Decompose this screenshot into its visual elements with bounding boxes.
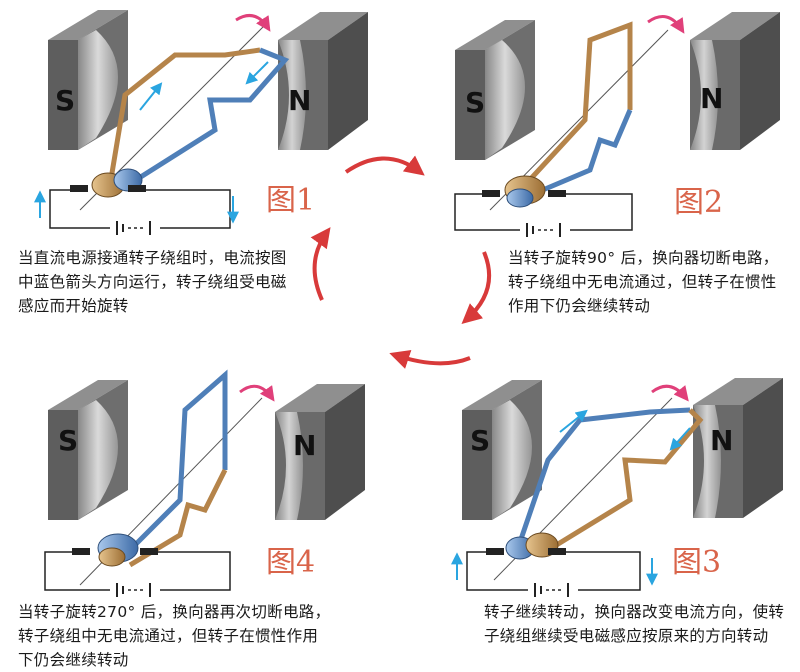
battery-icon [110,582,160,598]
figure-4: S N 图4 [44,369,365,598]
rotation-arrow-icon [235,14,271,32]
magnet-north: N [275,384,365,520]
magnet-north: N [693,378,783,518]
pole-letter-s: S [465,86,485,119]
cycle-arrow-icon [344,155,425,176]
rotation-arrow-icon [651,384,689,402]
brush-left [72,548,90,555]
caption-figure-1: 当直流电源接通转子绕组时，电流按图中蓝色箭头方向运行，转子绕组受电磁感应而开始旋… [18,249,287,315]
cycle-arrow-icon [389,349,471,369]
current-arrow-icon [245,61,269,85]
coil-blue [515,407,691,549]
caption-figure-3: 转子继续转动，换向器改变电流方向，使转子绕组继续受电磁感应按原来的方向转动 [484,603,785,645]
pole-letter-n: N [293,429,316,462]
brush-left [482,190,500,197]
figure-label: 图4 [266,545,315,580]
battery-icon [528,582,578,598]
commutator-blue [506,188,534,208]
brush-right [548,190,566,197]
magnet-north: N [278,12,368,150]
coil-gold [523,21,633,187]
pole-letter-s: S [470,424,490,457]
current-arrow-icon [559,409,588,433]
figure-label: 图2 [674,185,723,220]
caption-figure-4: 当转子旋转270° 后，换向器再次切断电路，转子绕组中无电流通过，但转子在惯性作… [18,603,331,669]
coil-gold [128,468,228,568]
pole-letter-n: N [288,84,311,117]
cycle-arrow-icon [310,227,331,301]
rotation-arrow-icon [239,384,275,402]
brush-left [486,548,504,555]
cycle-arrow-icon [461,251,492,324]
battery-icon [520,222,570,238]
magnet-south: S [462,380,542,520]
coil-gold [107,47,261,186]
rotation-arrow-icon [647,15,685,34]
magnet-north: N [690,12,780,150]
pole-letter-s: S [55,84,75,117]
figure-1: S N [34,10,368,236]
current-arrow-icon [669,427,691,451]
commutator-gold [98,547,126,567]
battery-icon [110,220,160,236]
brush-right [140,548,158,555]
coil-gold [543,408,704,555]
pole-letter-n: N [710,424,733,457]
pole-letter-n: N [700,82,723,115]
coil-blue [537,109,633,195]
brush-left [70,185,88,192]
caption-figure-2: 当转子旋转90° 后，换向器切断电路，转子绕组中无电流通过，但转子在惯性作用下仍… [508,249,779,315]
brush-right [128,185,146,192]
current-arrow-icon [139,82,163,111]
coil-blue [126,47,290,188]
figure-2: S N 图2 [454,12,780,238]
coil-blue [118,369,228,562]
magnet-south: S [48,10,128,150]
magnet-south: S [48,380,128,520]
figure-label: 图1 [266,183,315,218]
figure-3: S N 图3 [451,378,783,598]
brush-right [548,548,566,555]
pole-letter-s: S [58,424,78,457]
figure-label: 图3 [672,545,721,580]
magnet-south: S [455,20,535,160]
